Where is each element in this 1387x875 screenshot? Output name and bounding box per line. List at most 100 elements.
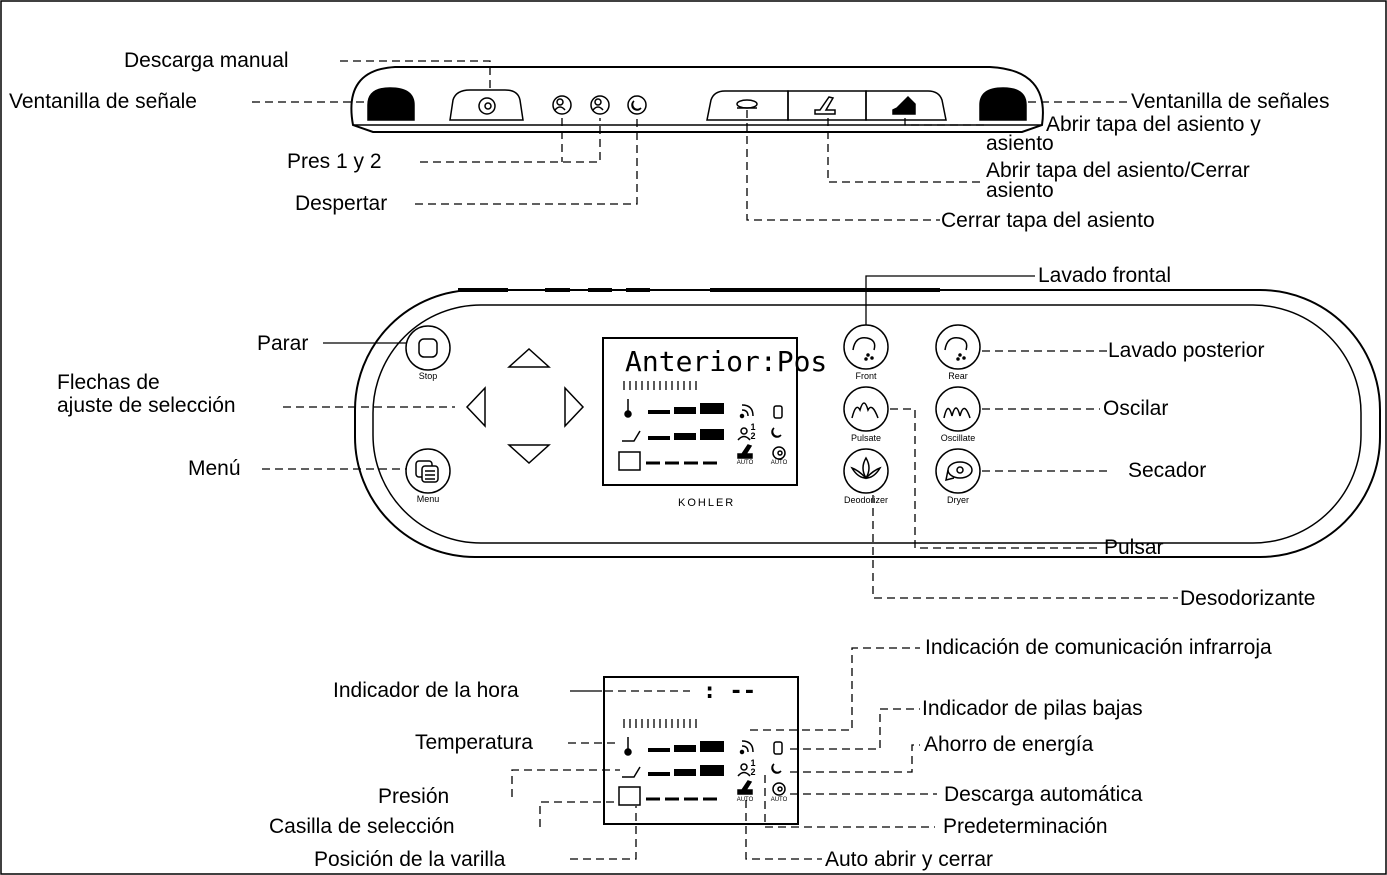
label-infrarroja: Indicación de comunicación infrarroja <box>925 636 1272 659</box>
open-seat-icon <box>892 95 916 115</box>
leader-lines-middle <box>323 275 1035 344</box>
label-presion: Presión <box>378 785 450 808</box>
deodorizer-button[interactable] <box>843 448 889 494</box>
front-wash-icon <box>852 337 876 361</box>
rear-wash-icon <box>944 337 968 361</box>
label-lavado-frontal: Lavado frontal <box>1038 264 1172 287</box>
label-descarga-manual: Descarga manual <box>124 49 289 72</box>
pulsate-button[interactable] <box>843 386 889 432</box>
pressure-level-bars <box>648 429 724 440</box>
preset-2-button[interactable] <box>590 95 610 115</box>
dryer-button[interactable] <box>935 448 981 494</box>
leader-lines-middle-dashed <box>262 350 1178 599</box>
label-pres: Pres 1 y 2 <box>287 150 382 173</box>
oscillate-caption: Oscillate <box>940 433 976 443</box>
leader-lines-bottom <box>511 647 937 860</box>
preset-user-icon <box>737 427 751 441</box>
arrow-up-button[interactable] <box>507 347 551 368</box>
detail-wand-position-box <box>618 786 641 806</box>
label-casilla: Casilla de selección <box>269 815 455 838</box>
label-parar: Parar <box>257 332 309 355</box>
pulsate-icon <box>851 402 879 419</box>
dryer-caption: Dryer <box>947 495 969 505</box>
arrow-right-button[interactable] <box>564 386 585 428</box>
flush-icon <box>478 97 496 115</box>
arrow-left-button[interactable] <box>465 386 486 428</box>
label-hora: Indicador de la hora <box>333 679 519 702</box>
label-abrir-tapa-cerrar-2: asiento <box>986 179 1054 202</box>
label-oscilar: Oscilar <box>1103 397 1169 420</box>
moon-icon <box>631 100 642 111</box>
auto-tag-left: AUTO <box>736 460 754 466</box>
close-lid-button[interactable] <box>706 90 789 121</box>
menu-button[interactable] <box>405 448 451 494</box>
stop-button[interactable] <box>405 325 451 371</box>
manual-flush-button[interactable] <box>449 89 524 121</box>
lotus-icon <box>850 456 882 480</box>
label-posicion: Posición de la varilla <box>314 848 506 871</box>
detail-wand-pressure-icon <box>622 766 641 778</box>
detail-preset-user-icon <box>737 763 751 777</box>
lcd-display <box>602 337 798 486</box>
detail-auto-flush-icon <box>772 782 786 796</box>
infrared-icon <box>739 404 754 419</box>
label-auto-abrir: Auto abrir y cerrar <box>825 848 994 871</box>
label-predeterminacion: Predeterminación <box>943 815 1108 838</box>
remote-top-view <box>350 66 1044 133</box>
label-flechas-2: ajuste de selección <box>57 394 236 417</box>
battery-icon <box>773 405 783 419</box>
front-wash-button[interactable] <box>843 324 889 370</box>
label-ventanilla-izq: Ventanilla de señale <box>9 90 197 113</box>
auto-open-close-icon <box>737 444 753 459</box>
label-abrir-tapa-y-asiento-1: Abrir tapa del asiento y <box>1046 113 1261 136</box>
open-lid-and-seat-button[interactable] <box>865 90 947 121</box>
detail-battery-icon <box>773 741 783 755</box>
open-lid-close-seat-button[interactable] <box>787 90 867 121</box>
remote-body <box>354 288 1381 558</box>
detail-auto-tag-right: AUTO <box>770 797 788 803</box>
fan-icon <box>945 461 973 482</box>
menu-icon <box>415 460 439 483</box>
label-pulsar: Pulsar <box>1104 536 1164 559</box>
thermometer-icon <box>624 399 632 418</box>
closed-lid-icon <box>736 99 758 109</box>
detail-energy-saving-icon <box>771 763 782 774</box>
wake-button[interactable] <box>627 95 647 115</box>
label-menu: Menú <box>188 457 241 480</box>
detail-temp-bars <box>648 741 724 752</box>
brand-logo-text: KOHLER <box>678 497 736 509</box>
open-lid-icon <box>814 96 836 115</box>
menu-caption: Menu <box>416 494 440 504</box>
pulsate-caption: Pulsate <box>850 433 882 443</box>
label-abrir-tapa-cerrar-1: Abrir tapa del asiento/Cerrar <box>986 159 1250 182</box>
preset-2-digit: 2 <box>750 431 756 441</box>
arrow-down-button[interactable] <box>507 444 551 465</box>
label-cerrar-tapa: Cerrar tapa del asiento <box>941 209 1155 232</box>
time-readout: : -- <box>703 679 756 704</box>
label-lavado-posterior: Lavado posterior <box>1108 339 1265 362</box>
label-temperatura: Temperatura <box>415 731 533 754</box>
oscillate-button[interactable] <box>935 386 981 432</box>
preset-1-button[interactable] <box>552 95 572 115</box>
detail-pressure-bars <box>648 765 724 776</box>
detail-auto-tag-left: AUTO <box>736 797 754 803</box>
rear-caption: Rear <box>948 371 968 381</box>
rear-wash-button[interactable] <box>935 324 981 370</box>
label-despertar: Despertar <box>295 192 388 215</box>
auto-flush-icon <box>772 446 786 460</box>
label-descarga-auto: Descarga automática <box>944 783 1143 806</box>
detail-segment-bar <box>623 719 697 728</box>
signal-window-left <box>367 87 415 121</box>
leader-lines-top <box>252 60 1130 221</box>
wand-pressure-icon <box>622 430 641 442</box>
user-2-icon <box>592 98 604 111</box>
auto-tag-right: AUTO <box>770 460 788 466</box>
detail-auto-open-close-icon <box>737 780 753 795</box>
detail-preset-2-digit: 2 <box>750 767 756 777</box>
signal-window-right <box>979 87 1027 121</box>
label-desodorizante: Desodorizante <box>1180 587 1316 610</box>
label-flechas-1: Flechas de <box>57 371 160 394</box>
deodorizer-caption: Deodorizer <box>843 495 889 505</box>
user-1-icon <box>554 98 566 111</box>
